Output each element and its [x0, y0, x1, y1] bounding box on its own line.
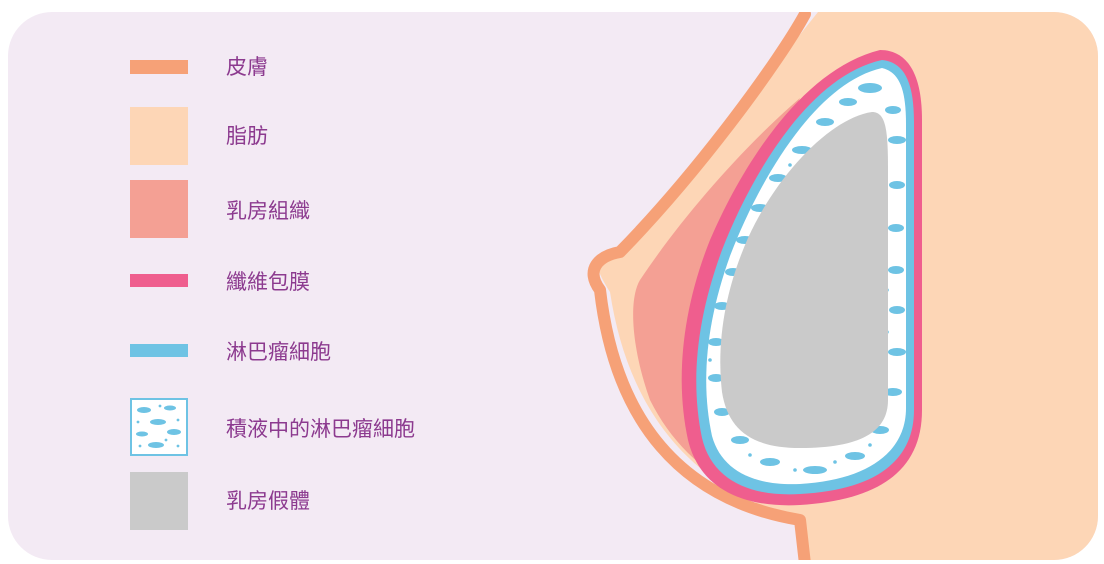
legend-item-tissue: 乳房組織 — [8, 180, 568, 240]
skin-layer — [587, 12, 811, 560]
legend-item-capsule: 纖維包膜 — [8, 270, 568, 330]
effusion-swatch — [130, 398, 188, 456]
implant-swatch — [130, 472, 188, 530]
legend-label-lymphoma: 淋巴瘤細胞 — [226, 340, 331, 364]
legend-item-lymphoma: 淋巴瘤細胞 — [8, 340, 568, 400]
legend-label-capsule: 纖維包膜 — [226, 270, 310, 294]
legend-label-implant: 乳房假體 — [226, 489, 310, 513]
breast-tissue — [633, 98, 800, 490]
capsule-swatch — [130, 274, 188, 287]
breast-implant-cross-section — [587, 12, 1098, 560]
breast-implant — [720, 112, 888, 448]
fat-swatch — [130, 107, 188, 165]
tissue-swatch — [130, 180, 188, 238]
legend-label-effusion: 積液中的淋巴瘤細胞 — [226, 417, 415, 441]
legend-label-tissue: 乳房組織 — [226, 199, 310, 223]
lymphoma-swatch — [130, 344, 188, 357]
legend-item-skin: 皮膚 — [8, 50, 568, 110]
legend-item-implant: 乳房假體 — [8, 472, 568, 532]
legend-label-skin: 皮膚 — [226, 55, 268, 79]
legend-item-fat: 脂肪 — [8, 107, 568, 167]
skin-swatch — [130, 60, 188, 74]
legend-item-effusion: 積液中的淋巴瘤細胞 — [8, 398, 568, 458]
legend-label-fat: 脂肪 — [226, 124, 268, 148]
background-panel: 皮膚 脂肪 乳房組織 纖維包膜 淋巴瘤細胞 — [8, 12, 1098, 560]
legend: 皮膚 脂肪 乳房組織 纖維包膜 淋巴瘤細胞 — [8, 12, 568, 560]
